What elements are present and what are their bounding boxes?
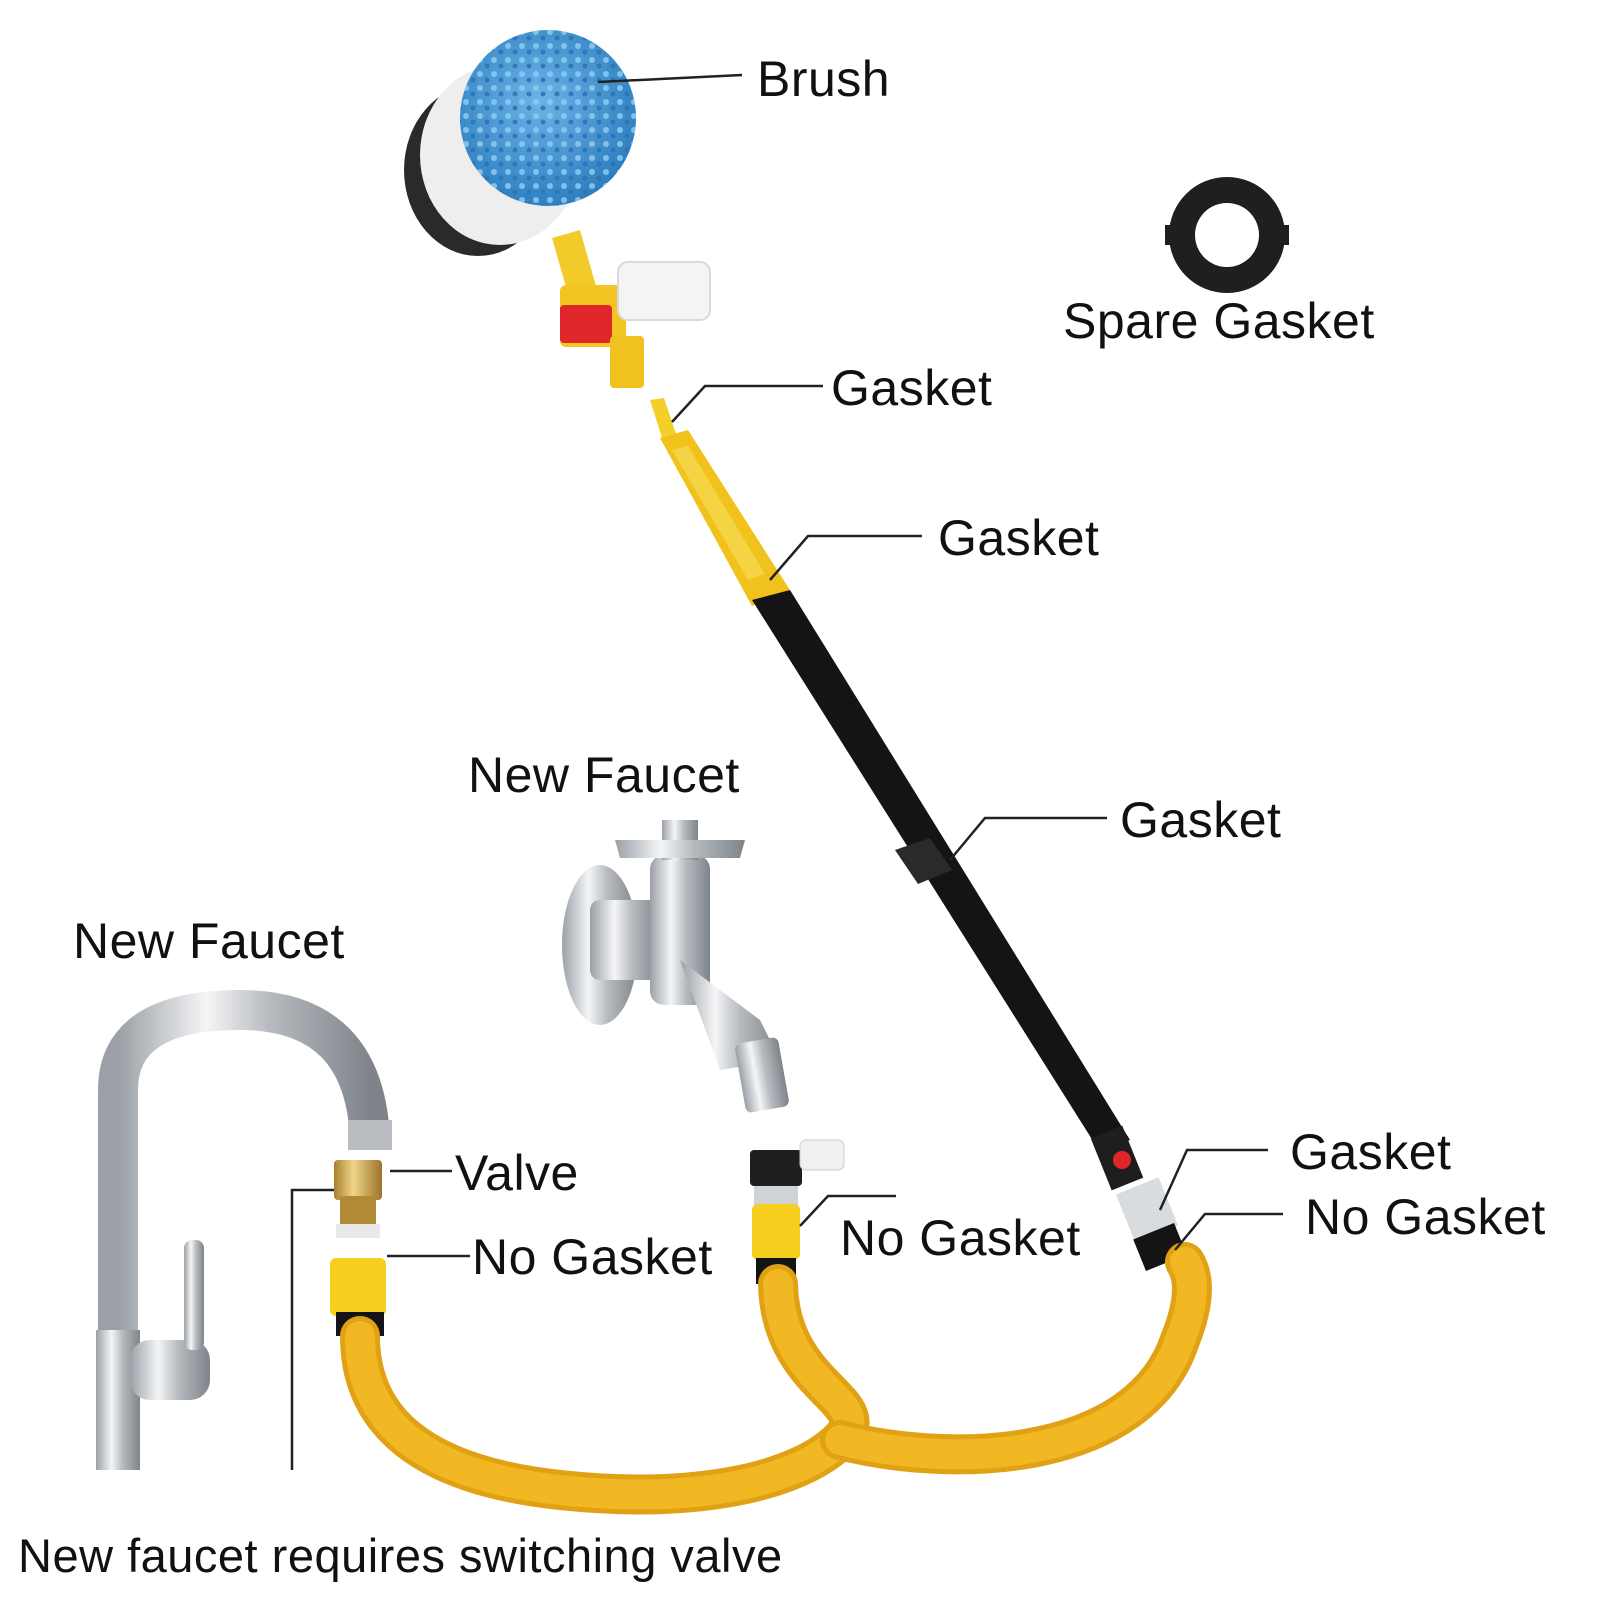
leader-no-gasket-middle bbox=[799, 1194, 896, 1227]
leader-gasket-nozzle bbox=[671, 384, 823, 423]
brass-switching-valve bbox=[334, 1160, 382, 1238]
leader-lines bbox=[290, 73, 1283, 1470]
leader-gasket-hose-joint bbox=[949, 816, 1107, 861]
wall-faucet bbox=[562, 820, 789, 1113]
label-gasket-handle: Gasket bbox=[938, 510, 1100, 566]
label-spare-gasket: Spare Gasket bbox=[1063, 293, 1375, 349]
yellow-hose bbox=[340, 1242, 1212, 1515]
leader-no-gasket-right bbox=[1174, 1212, 1283, 1251]
middle-hose-connector bbox=[750, 1139, 845, 1284]
leader-gasket-handle bbox=[769, 534, 922, 581]
valve-red-lever bbox=[560, 305, 612, 343]
label-no-gasket-right: No Gasket bbox=[1305, 1189, 1546, 1245]
brush-head bbox=[404, 30, 636, 256]
label-new-faucet-sink: New Faucet bbox=[73, 913, 345, 969]
label-gasket-hose-joint: Gasket bbox=[1120, 792, 1282, 848]
leader-brush bbox=[597, 73, 743, 84]
sink-faucet bbox=[96, 989, 392, 1470]
label-brush: Brush bbox=[757, 51, 891, 107]
label-no-gasket-middle: No Gasket bbox=[840, 1210, 1081, 1266]
leader-gasket-right bbox=[1158, 1148, 1268, 1211]
diagram-caption: New faucet requires switching valve bbox=[18, 1529, 783, 1582]
leader-valve-bracket bbox=[290, 1188, 334, 1470]
wand bbox=[650, 398, 1187, 1272]
label-valve: Valve bbox=[455, 1145, 579, 1201]
label-no-gasket-left: No Gasket bbox=[472, 1229, 713, 1285]
label-new-faucet-wall: New Faucet bbox=[468, 747, 740, 803]
label-gasket-nozzle: Gasket bbox=[831, 360, 993, 416]
spare-gasket-ring bbox=[1165, 177, 1289, 293]
brush-valve-assembly bbox=[552, 230, 711, 388]
label-gasket-right: Gasket bbox=[1290, 1124, 1452, 1180]
wand-red-button bbox=[1113, 1151, 1131, 1169]
